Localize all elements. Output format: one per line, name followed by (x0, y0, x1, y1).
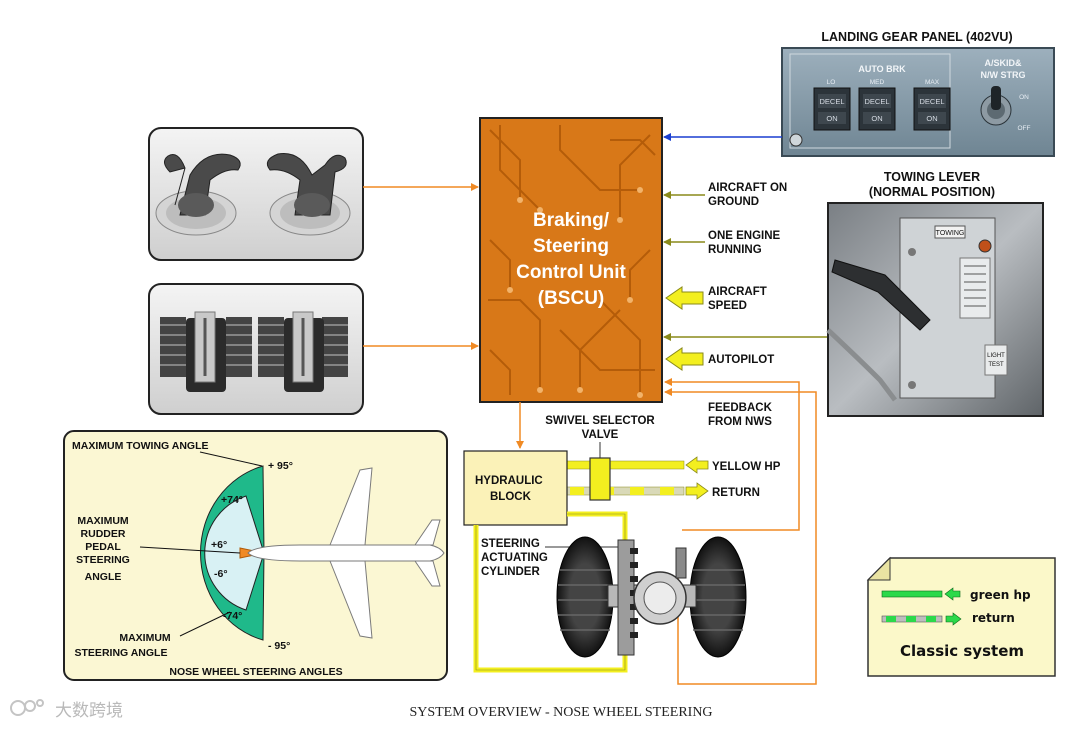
rudder-leader (139, 546, 241, 554)
rudder-pedals-photo (148, 283, 364, 415)
plus74-label: +74° (221, 494, 243, 506)
watermark-logo: 大数跨境 (10, 699, 123, 721)
yellow-hp-line (563, 460, 685, 470)
landing-gear-panel-title: LANDING GEAR PANEL (402VU) (821, 30, 1012, 44)
aircraft-speed-arrow (665, 286, 704, 310)
swivel-valve-line1: SWIVEL SELECTOR (545, 415, 655, 427)
light-test-line1: LIGHT (987, 353, 1005, 359)
cylinder-line2: ACTUATING (481, 552, 548, 564)
cylinder-line3: CYLINDER (481, 566, 540, 578)
minus95-label: - 95° (268, 640, 290, 652)
cylinder-line1: STEERING (481, 538, 540, 550)
aircraft-silhouette (247, 467, 445, 639)
hydraulic-block-line2: BLOCK (490, 491, 532, 503)
rudder-line2: RUDDER (81, 528, 126, 540)
hydraulic-to-cylinder-pipe (567, 511, 628, 540)
max-steer-line1: MAXIMUM (119, 632, 171, 644)
feedback-line2: FROM NWS (708, 416, 772, 428)
diagram-caption: SYSTEM OVERVIEW - NOSE WHEEL STEERING (409, 705, 712, 720)
hydraulic-block-line1: HYDRAULIC (475, 475, 543, 487)
nws-feedback-line-outer (664, 388, 817, 685)
feedback-line1: FEEDBACK (708, 402, 773, 414)
auto-brk-max-decel-text: DECEL (919, 97, 944, 106)
auto-brk-label: AUTO BRK (858, 64, 906, 74)
auto-brk-max-button[interactable]: DECEL ON (913, 87, 951, 131)
rudder-line1: MAXIMUM (77, 515, 129, 527)
steering-handwheels-photo (148, 127, 364, 261)
auto-brk-lo-on-text: ON (826, 114, 837, 123)
light-test-line2: TEST (988, 362, 1004, 368)
auto-brk-max-label: MAX (925, 79, 940, 86)
bscu-title-line2: Steering (533, 236, 609, 257)
nose-wheel-steering-angles-panel: MAXIMUM TOWING ANGLE + 95° +74° +6° -6° … (63, 430, 448, 681)
autopilot-arrow (665, 347, 704, 371)
legend-green-hp-swatch (881, 590, 943, 598)
bscu-title-line3: Control Unit (516, 262, 626, 283)
minus6-label: -6° (214, 568, 228, 580)
plus6-label: +6° (211, 539, 227, 551)
auto-brk-med-decel-text: DECEL (864, 97, 889, 106)
legend-note: green hp return Classic system (866, 556, 1056, 677)
a-skid-title-line1: A/SKID& (984, 58, 1022, 68)
towing-lever-title-line1: TOWING LEVER (884, 170, 980, 184)
one-engine-line1: ONE ENGINE (708, 230, 781, 242)
aircraft-on-ground-line1: AIRCRAFT ON (708, 182, 787, 194)
auto-brk-lo-label: LO (827, 79, 836, 86)
a-skid-title-line2: N/W STRG (981, 70, 1026, 80)
auto-brk-lo-decel-text: DECEL (819, 97, 844, 106)
rudder-line5: ANGLE (85, 571, 122, 583)
return-label: RETURN (712, 487, 760, 499)
one-engine-line2: RUNNING (708, 244, 762, 256)
rudder-line4: STEERING (76, 554, 130, 566)
nws-feedback-line (664, 378, 800, 531)
aircraft-speed-line1: AIRCRAFT (708, 286, 767, 298)
towing-plate-label: TOWING (936, 230, 965, 237)
towing-lever-title-line2: (NORMAL POSITION) (869, 185, 995, 199)
swivel-valve-line2: VALVE (582, 429, 619, 441)
hydraulic-block (463, 450, 568, 526)
legend-green-hp-arrow (944, 587, 961, 601)
landing-gear-panel: LANDING GEAR PANEL (402VU) AUTO BRK LO M… (781, 30, 1055, 157)
max-towing-leader (199, 451, 263, 467)
towing-lever-photo: TOWING LIGHT TEST (826, 202, 1044, 417)
bscu-unit: Braking/ Steering Control Unit (BSCU) (479, 117, 663, 403)
auto-brk-lo-button[interactable]: DECEL ON (813, 87, 851, 131)
angles-footer: NOSE WHEEL STEERING ANGLES (169, 666, 342, 678)
yellow-hp-label: YELLOW HP (712, 461, 781, 473)
max-steer-line2: STEERING ANGLE (75, 647, 168, 659)
plus95-label: + 95° (268, 460, 293, 472)
swivel-selector-valve (589, 457, 611, 501)
a-skid-off-label: OFF (1018, 125, 1031, 132)
auto-brk-med-on-text: ON (871, 114, 882, 123)
max-towing-label: MAXIMUM TOWING ANGLE (72, 440, 209, 452)
aircraft-on-ground-line2: GROUND (708, 196, 759, 208)
max-steer-leader (179, 611, 231, 637)
a-skid-on-label: ON (1019, 94, 1029, 101)
bscu-title-line4: (BSCU) (538, 288, 605, 309)
aircraft-speed-line2: SPEED (708, 300, 747, 312)
watermark-text: 大数跨境 (55, 701, 123, 721)
auto-brk-max-on-text: ON (926, 114, 937, 123)
autopilot-label: AUTOPILOT (708, 354, 774, 366)
a-skid-nw-strg-switch[interactable] (980, 86, 1012, 126)
legend-title: Classic system (900, 642, 1024, 660)
legend-return-arrow (945, 612, 962, 626)
legend-green-hp-label: green hp (970, 588, 1031, 602)
bscu-title-line1: Braking/ (533, 210, 610, 231)
rudder-line3: PEDAL (85, 541, 121, 553)
return-arrow (685, 482, 709, 500)
auto-brk-med-button[interactable]: DECEL ON (858, 87, 896, 131)
nose-wheel-assembly (556, 536, 747, 658)
legend-return-label: return (972, 611, 1015, 625)
yellow-hp-arrow (685, 456, 709, 474)
panel-screw-icon (789, 133, 803, 147)
auto-brk-med-label: MED (870, 79, 885, 86)
minus74-label: -74° (223, 610, 242, 622)
